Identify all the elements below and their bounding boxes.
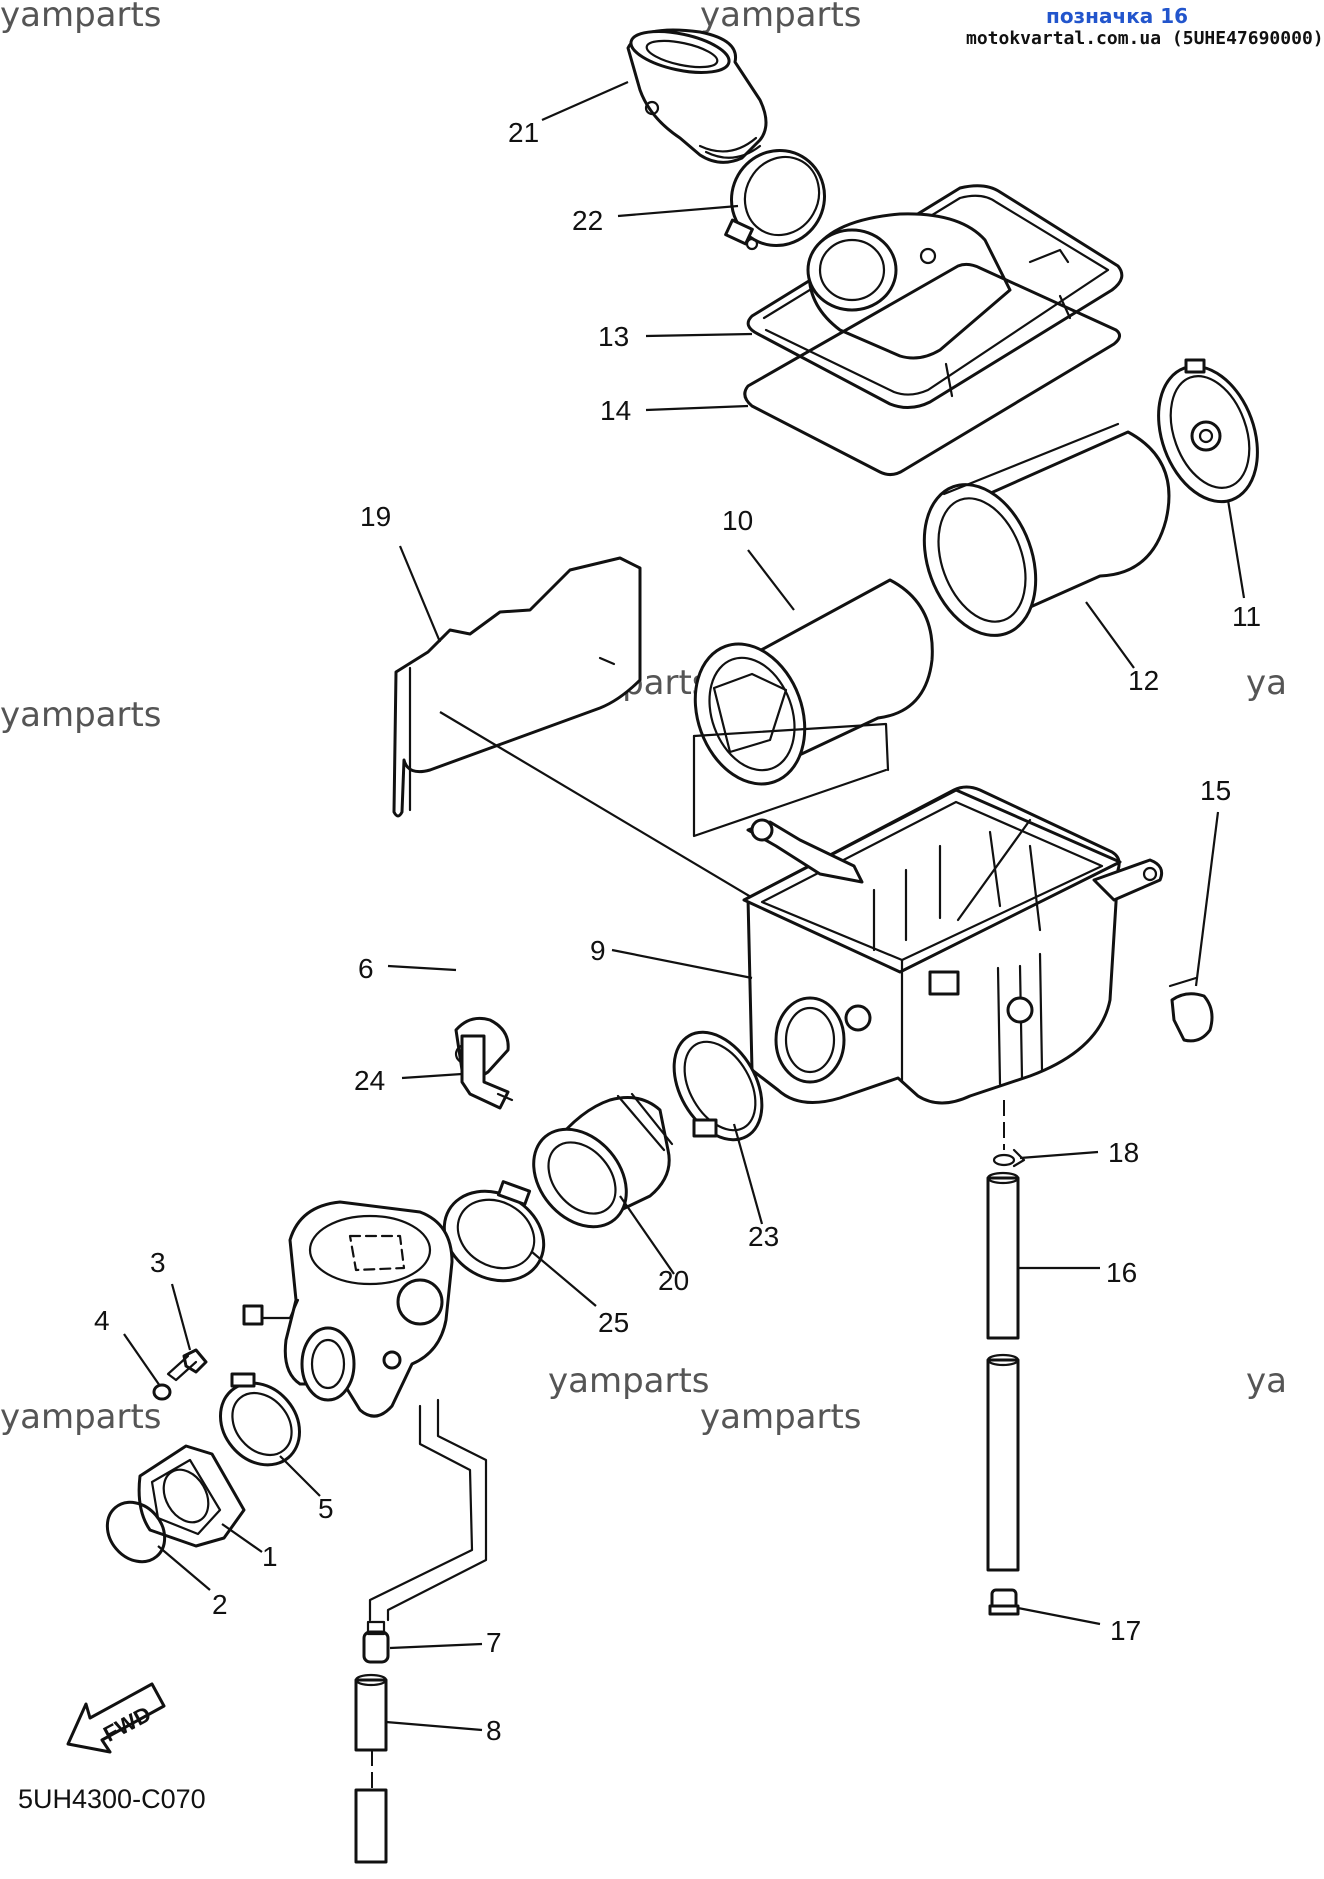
part-9-airbox (742, 785, 1164, 1105)
part-19-heat-shield (392, 556, 642, 818)
carburetor (242, 1200, 488, 1622)
callout-21: 21 (508, 117, 539, 148)
part-4-washer (152, 1383, 172, 1401)
site-reference: motokvartal.com.ua (5UHE47690000) (966, 28, 1324, 49)
callout-10: 10 (722, 505, 753, 536)
callout-6: 6 (358, 953, 374, 984)
part-25-clamp (442, 1180, 546, 1283)
part-17-drain-plug (988, 1588, 1020, 1616)
callout-12: 12 (1128, 665, 1159, 696)
callout-13: 13 (598, 321, 629, 352)
callout-20: 20 (658, 1265, 689, 1296)
callout-11: 11 (1232, 601, 1261, 632)
diagram-code: 5UH4300-C070 (18, 1784, 206, 1814)
callout-24: 24 (354, 1065, 385, 1096)
part-22-clamp (724, 148, 827, 251)
callout-7: 7 (486, 1627, 502, 1658)
part-15-clip (1168, 976, 1214, 1043)
part-10-filter-element (693, 578, 934, 786)
callout-16: 16 (1106, 1257, 1137, 1288)
part-13-airbox-cover (746, 184, 1124, 409)
part-16-drain-hose (986, 1171, 1020, 1572)
page-title: позначка 16 (1046, 4, 1189, 28)
part-1-intake-joint (137, 1444, 246, 1548)
watermark: yamparts (0, 695, 162, 735)
assembly-line (692, 722, 890, 772)
callout-17: 17 (1110, 1615, 1141, 1646)
part-5-clamp (218, 1372, 302, 1467)
callout-8: 8 (486, 1715, 502, 1746)
part-20-joint (532, 1092, 674, 1229)
callout-22: 22 (572, 205, 603, 236)
callout-1: 1 (262, 1541, 278, 1572)
callout-23: 23 (748, 1221, 779, 1252)
watermark: yamparts (700, 0, 862, 35)
callout-18: 18 (1108, 1137, 1139, 1168)
callout-2: 2 (212, 1589, 228, 1620)
watermark: yamparts (0, 1397, 162, 1437)
callout-19: 19 (360, 501, 391, 532)
diagram-canvas: yamparts yamparts yamparts yamparts yamp… (0, 0, 1287, 1864)
watermark-partial: ya (1246, 663, 1287, 703)
watermark: yamparts (0, 0, 162, 35)
callout-9: 9 (590, 935, 606, 966)
callout-25: 25 (598, 1307, 629, 1338)
watermark: yamparts (700, 1397, 862, 1437)
part-7-plug (362, 1620, 390, 1664)
callout-14: 14 (600, 395, 631, 426)
part-8-hose (354, 1673, 388, 1864)
part-21-intake-duct (626, 28, 768, 164)
part-2-o-ring (105, 1500, 167, 1564)
callout-15: 15 (1200, 775, 1231, 806)
part-23-clamp (672, 1030, 764, 1142)
assembly-line (439, 711, 757, 901)
leader-lines (123, 80, 1246, 1732)
part-11-end-cap (1157, 358, 1259, 504)
watermark-partial: ya (1246, 1361, 1287, 1401)
fwd-arrow: FWD (66, 1682, 166, 1754)
callout-4: 4 (94, 1305, 110, 1336)
watermarks: yamparts yamparts yamparts yamparts yamp… (0, 0, 1287, 1437)
part-14-gasket (743, 262, 1121, 477)
part-3-bolt (166, 1348, 208, 1382)
watermark: yamparts (548, 1361, 710, 1401)
callout-3: 3 (150, 1247, 166, 1278)
callouts: 1 2 3 4 5 6 7 8 9 10 11 12 13 14 15 16 1… (94, 117, 1261, 1746)
part-18-clip (992, 1148, 1026, 1168)
part-12-outer-filter (922, 422, 1171, 637)
assembly-line (692, 734, 888, 838)
part-24-breather-hose (460, 1034, 514, 1110)
callout-5: 5 (318, 1493, 334, 1524)
